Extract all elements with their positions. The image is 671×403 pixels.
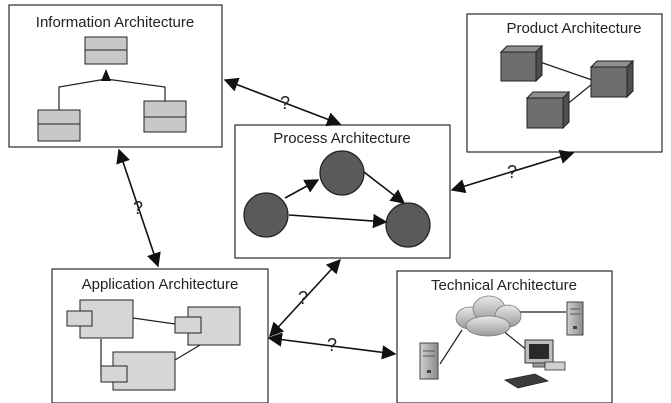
flow-arrow [284, 179, 320, 199]
network-link [501, 329, 529, 352]
relation-label: ? [133, 198, 143, 218]
process-architecture-title: Process Architecture [273, 130, 411, 147]
component-link [174, 344, 201, 361]
node-link [539, 61, 593, 81]
process-node [319, 150, 365, 196]
relation-label: ? [298, 288, 308, 308]
relation-label: ? [280, 93, 290, 113]
network-diagram [419, 295, 584, 389]
node-diagram [499, 44, 635, 130]
component-2-port [174, 316, 202, 334]
relation-label: ? [507, 162, 517, 182]
class-box-child-left [37, 109, 81, 142]
technical-architecture-title: Technical Architecture [431, 277, 577, 294]
relation-information-process: ? [223, 77, 342, 127]
inheritance-line-right [105, 78, 166, 101]
process-node [385, 202, 431, 248]
application-architecture-box: Application Architecture [51, 268, 269, 403]
relation-process-product: ? [450, 149, 575, 194]
cloud-icon [455, 295, 522, 337]
technical-architecture-box: Technical Architecture [396, 270, 613, 403]
process-node [243, 192, 289, 238]
node-cube-2 [589, 59, 635, 99]
component-diagram [66, 299, 241, 391]
flow-arrow [363, 171, 406, 204]
information-architecture-box: Information Architecture [8, 4, 223, 148]
inheritance-arrowhead [101, 69, 111, 81]
product-architecture-title: Product Architecture [506, 20, 641, 37]
product-architecture-box: Product Architecture [466, 13, 663, 153]
node-cube-3 [525, 90, 571, 130]
component-link [132, 317, 176, 325]
inheritance-line-left [58, 78, 107, 110]
relation-application-technical: ? [267, 332, 397, 360]
server-icon [419, 342, 439, 380]
application-architecture-title: Application Architecture [82, 276, 239, 293]
relation-process-application: ? [269, 258, 341, 338]
process-architecture-box: Process Architecture [234, 124, 451, 259]
computer-icon [503, 339, 566, 389]
component-3-port [100, 365, 128, 383]
information-architecture-title: Information Architecture [36, 14, 194, 31]
relation-label: ? [327, 335, 337, 355]
server-icon [566, 301, 584, 336]
relation-information-application: ? [116, 148, 161, 268]
component-1-port [66, 310, 93, 327]
flow-arrow [288, 213, 388, 229]
node-cube-1 [499, 44, 544, 83]
process-flow [243, 150, 431, 248]
class-diagram [37, 36, 187, 142]
network-link [439, 329, 463, 365]
